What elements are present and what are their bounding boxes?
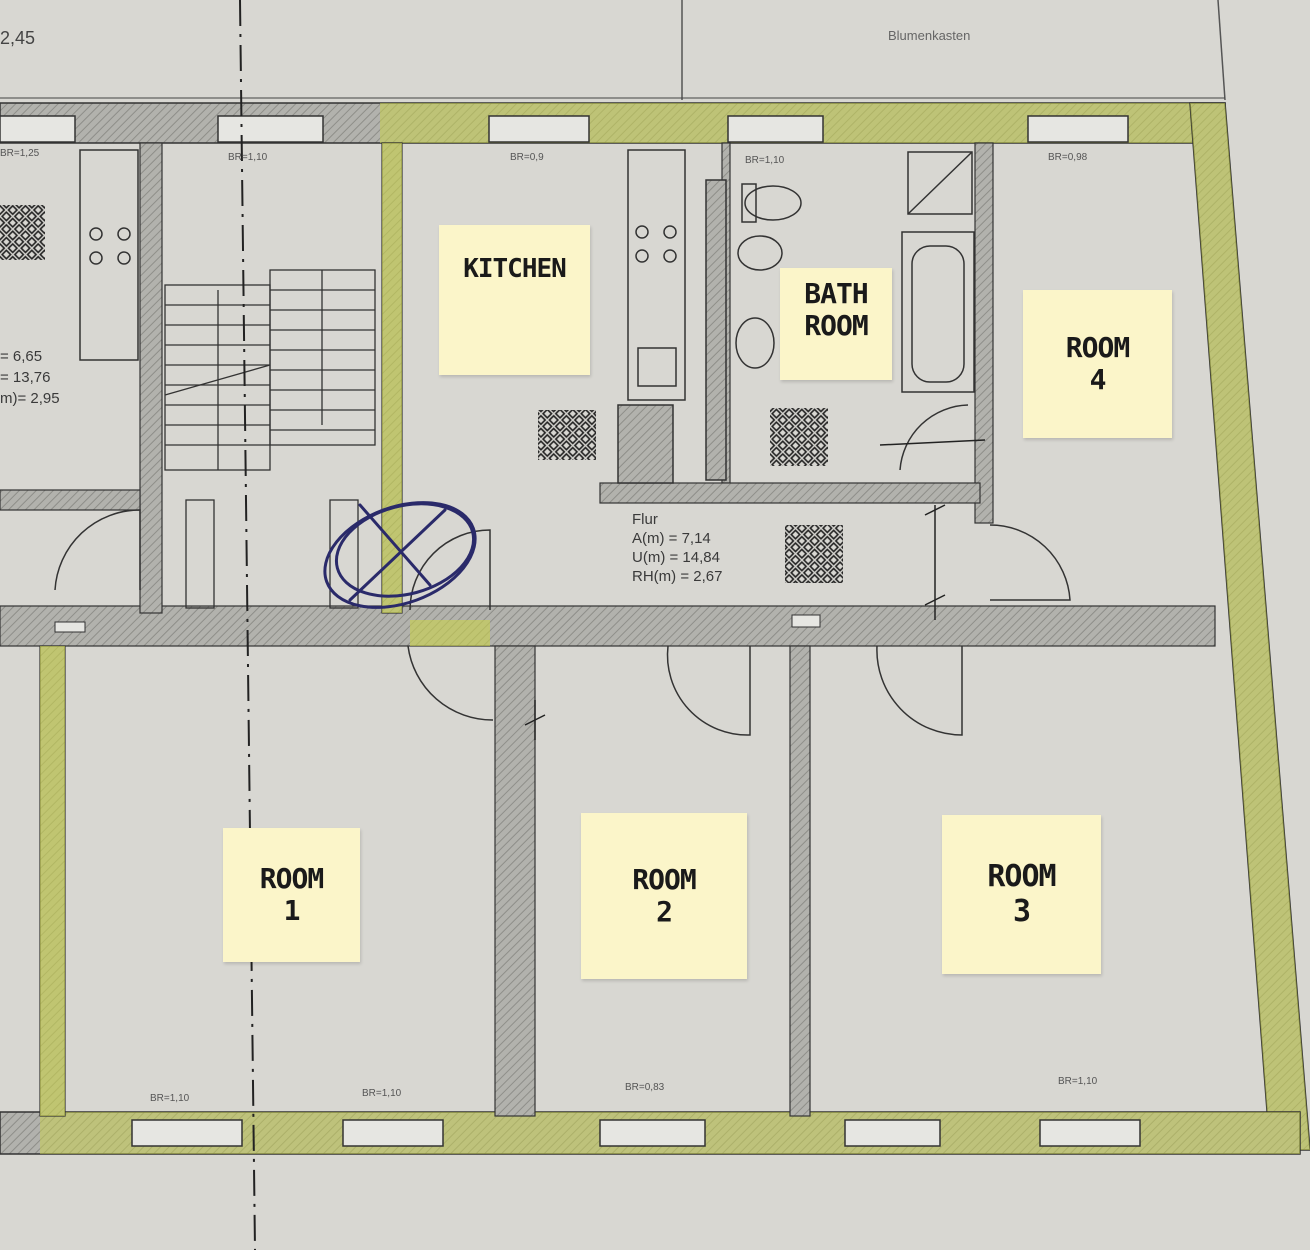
stove-icon [89,227,131,265]
note-line: ROOM [987,859,1056,894]
note-line: BATH [804,277,868,310]
note-line: ROOM [632,862,696,896]
sticky-note-room-2: ROOM 2 [581,813,747,979]
marker-x [323,501,477,609]
left-value: m)= 2,95 [0,390,60,407]
boundary-line [1217,0,1226,101]
sticky-note-room-3: ROOM 3 [942,815,1101,974]
window-label: BR=0,9 [510,152,544,163]
left-fragment-top: 2,45 [0,28,36,48]
window-label: BR=1,10 [228,152,268,163]
flur-height: RH(m) = 2,67 [632,568,723,585]
vent [54,621,86,633]
tile-marker [538,410,596,460]
sticky-note-bathroom: BATH ROOM [780,268,892,380]
flur-label: Flur A(m) = 7,14 U(m) = 14,84 RH(m) = 2,… [632,510,722,586]
flur-area: A(m) = 7,14 [632,530,711,547]
note-line: KITCHEN [463,254,567,284]
sticky-note-room-4: ROOM 4 [1023,290,1172,438]
window-label: BR=1,10 [745,155,785,166]
window-label: BR=1,25 [0,148,40,159]
note-line: ROOM [259,861,324,895]
window-label: BR=0,98 [1048,152,1088,163]
window-top [0,115,1129,143]
bathroom-fixtures [705,151,975,481]
counter [79,149,139,361]
flur-perimeter: U(m) = 14,84 [632,549,720,566]
note-line: ROOM [804,309,868,343]
tile-marker [785,525,843,583]
staircase [164,269,376,471]
window-bottom [131,1119,1141,1147]
shaft [185,499,215,609]
left-value: = 6,65 [0,348,43,365]
left-fragment-values: = 6,65 = 13,76 m)= 2,95 [0,346,60,409]
window-label: BR=1,10 [1058,1076,1098,1087]
vent [791,614,821,628]
note-line: 4 [1089,363,1107,396]
window-label: BR=0,83 [625,1082,665,1093]
left-value: = 13,76 [0,369,51,386]
sticky-note-room-1: ROOM 1 [223,828,360,962]
dimension-marks [524,439,986,740]
door-swings [54,404,1071,736]
axis-line [239,0,256,1250]
tile-marker [770,408,828,466]
tile-marker [0,205,45,260]
kitchen-fixtures [617,149,686,484]
window-label: BR=1,10 [362,1088,402,1099]
flur-name: Flur [632,511,658,528]
window-label: BR=1,10 [150,1093,190,1104]
note-line: 1 [283,894,301,927]
note-line: ROOM [1065,330,1130,364]
top-label: Blumenkasten [888,28,971,43]
note-line: 3 [1012,893,1031,929]
note-line: 2 [656,895,673,928]
sticky-note-kitchen: KITCHEN [439,225,590,375]
